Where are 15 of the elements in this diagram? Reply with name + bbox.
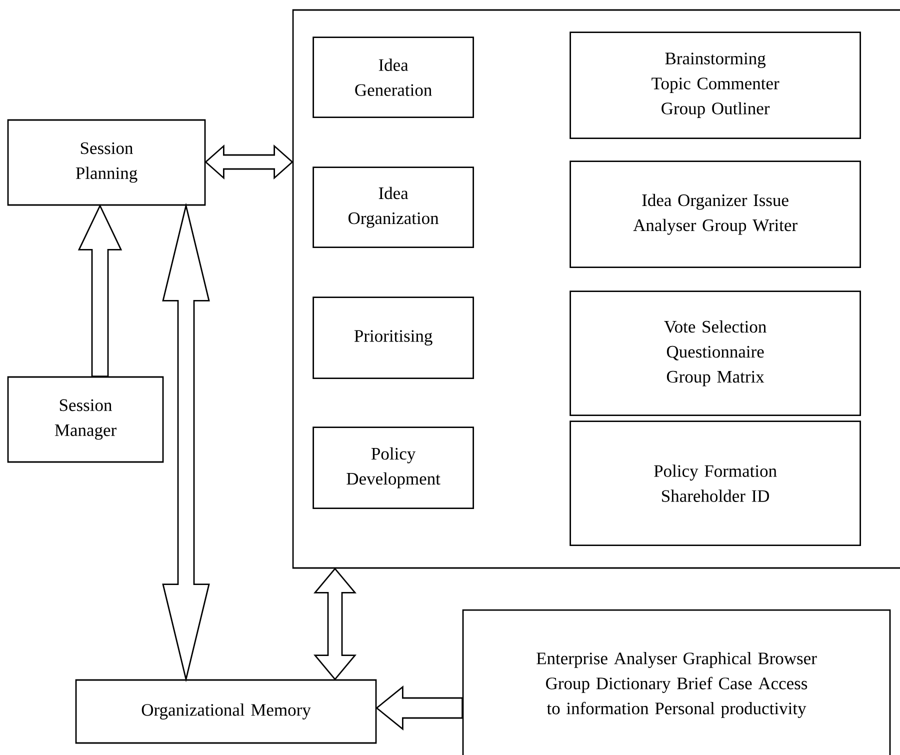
- process-box: Idea Organization: [312, 166, 474, 248]
- tool-box: Enterprise Analyser Graphical Browser Group Dictionary Brief Case Access to information Personal productivity: [462, 609, 891, 755]
- process-box: Idea Generation: [312, 36, 474, 118]
- tool-box: Policy Formation Shareholder ID: [570, 420, 861, 546]
- tool-box: Idea Organizer Issue Analyser Group Writer: [570, 160, 861, 268]
- tool-box: Vote Selection Questionnaire Group Matrix: [570, 290, 861, 416]
- block-arrow: [376, 686, 463, 730]
- process-box: Organizational Memory: [75, 679, 377, 744]
- tool-box: Brainstorming Topic Commenter Group Outliner: [570, 32, 861, 139]
- block-arrow: [78, 204, 122, 377]
- process-box: Prioritising: [312, 296, 474, 379]
- process-box: Session Manager: [7, 376, 164, 463]
- process-box: Policy Development: [312, 426, 474, 509]
- container-box: [292, 9, 900, 569]
- process-box: Session Planning: [7, 119, 206, 206]
